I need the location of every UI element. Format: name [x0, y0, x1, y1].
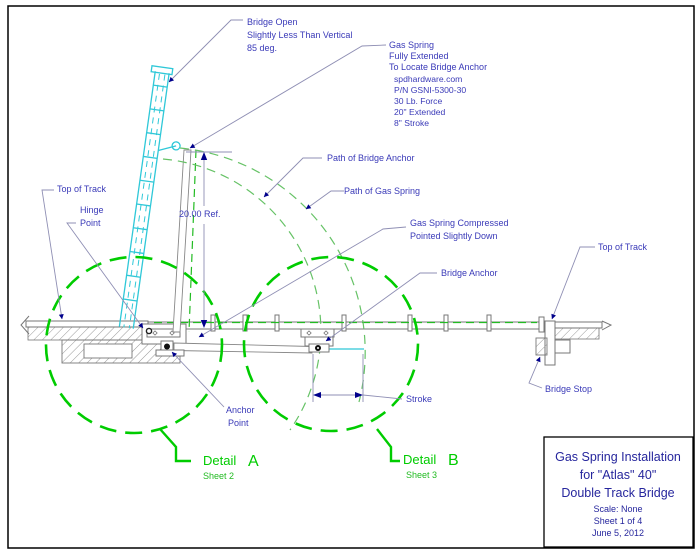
- note-bridge-open-2: Slightly Less Than Vertical: [247, 30, 352, 40]
- note-path-bridge-anchor: Path of Bridge Anchor: [327, 153, 415, 163]
- note-bridge-stop: Bridge Stop: [545, 384, 592, 394]
- note-bridge-open-1: Bridge Open: [247, 17, 298, 27]
- detail-b-bracket: [376, 428, 400, 463]
- title-scale: Scale: None: [593, 504, 642, 514]
- title-date: June 5, 2012: [592, 528, 644, 538]
- dim-height-ref-label: 20.00 Ref.: [179, 209, 221, 219]
- title-line-3: Double Track Bridge: [561, 486, 674, 500]
- left-foundation: [61, 339, 181, 364]
- detail-b-label: Detail: [403, 452, 436, 467]
- height-ref-dimension: [186, 151, 232, 328]
- note-gas-spring-stroke: 8" Stroke: [394, 118, 429, 128]
- detail-a-letter: A: [248, 453, 259, 470]
- right-abutment: [535, 320, 613, 366]
- detail-a-label: Detail: [203, 453, 236, 468]
- path-of-gas-spring-arc: [179, 147, 366, 403]
- detail-b-letter: B: [448, 452, 459, 469]
- bridge-anchor-assembly: [300, 328, 335, 353]
- title-line-2: for "Atlas" 40": [580, 468, 657, 482]
- note-hinge-2: Point: [80, 218, 101, 228]
- track: [20, 314, 613, 366]
- note-gas-compressed-1: Gas Spring Compressed: [410, 218, 509, 228]
- leaders: [41, 19, 595, 408]
- bridge-stop-block: [535, 337, 548, 356]
- note-top-of-track-right: Top of Track: [598, 242, 648, 252]
- note-gas-spring-vendor: spdhardware.com: [394, 74, 462, 84]
- note-gas-spring-force: 30 Lb. Force: [394, 96, 442, 106]
- note-hinge-1: Hinge: [80, 205, 104, 215]
- hinge-pin: [145, 327, 153, 335]
- detail-a-bracket: [159, 428, 191, 463]
- note-gas-spring-2: Fully Extended: [389, 51, 449, 61]
- detail-b-sheet: Sheet 3: [406, 470, 437, 480]
- gas-spring-extended: [172, 149, 197, 333]
- stroke-dimension: [312, 354, 403, 402]
- note-path-gas-spring: Path of Gas Spring: [344, 186, 420, 196]
- bridge-open-cyan: [118, 65, 181, 329]
- title-sheet: Sheet 1 of 4: [594, 516, 643, 526]
- note-bridge-anchor: Bridge Anchor: [441, 268, 498, 278]
- dim-stroke-label: Stroke: [406, 394, 432, 404]
- detail-labels: Detail A Sheet 2 Detail B Sheet 3: [203, 452, 459, 481]
- note-gas-compressed-2: Pointed Slightly Down: [410, 231, 498, 241]
- note-top-of-track-left: Top of Track: [57, 184, 107, 194]
- note-bridge-open-3: 85 deg.: [247, 43, 277, 53]
- detail-a-sheet: Sheet 2: [203, 471, 234, 481]
- note-gas-spring-extended: 20" Extended: [394, 107, 446, 117]
- spring-attach-arm: [158, 145, 177, 152]
- note-anchor-2: Point: [228, 418, 249, 428]
- title-line-1: Gas Spring Installation: [555, 450, 681, 464]
- note-gas-spring-3: To Locate Bridge Anchor: [389, 62, 487, 72]
- note-gas-spring-pn: P/N GSNI-5300-30: [394, 85, 466, 95]
- detail-b-circle: [242, 255, 420, 433]
- title-block: Gas Spring Installation for "Atlas" 40" …: [543, 436, 694, 548]
- note-anchor-1: Anchor: [226, 405, 255, 415]
- anchor-point-ball: [164, 343, 170, 350]
- detail-a-circle: [44, 255, 224, 435]
- annotations: Bridge Open Slightly Less Than Vertical …: [57, 17, 648, 428]
- note-gas-spring-1: Gas Spring: [389, 40, 434, 50]
